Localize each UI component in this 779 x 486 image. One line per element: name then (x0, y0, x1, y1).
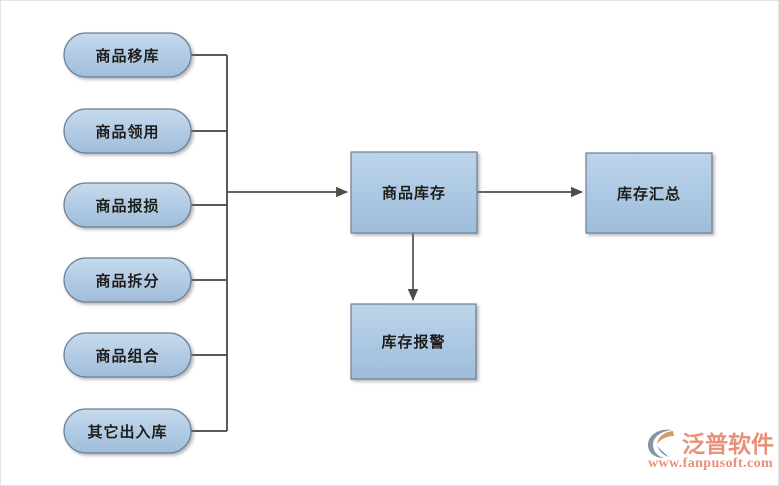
fanpu-swoosh-logo-icon (648, 429, 674, 458)
node-shape-requisition[interactable] (63, 108, 192, 154)
watermark-brand: 泛普软件 (682, 432, 774, 458)
node-shape-summary[interactable] (585, 152, 713, 234)
node-shape-combine[interactable] (63, 332, 192, 378)
node-shape-split[interactable] (63, 257, 192, 303)
node-shape-other[interactable] (63, 408, 192, 454)
node-shape-move[interactable] (63, 32, 192, 78)
node-shape-alert[interactable] (350, 303, 477, 380)
node-shape-loss[interactable] (63, 182, 192, 228)
node-shape-inventory[interactable] (350, 151, 478, 234)
watermark: 泛普软件 www.fanpusoft.com (646, 425, 774, 481)
watermark-url: www.fanpusoft.com (648, 456, 774, 471)
